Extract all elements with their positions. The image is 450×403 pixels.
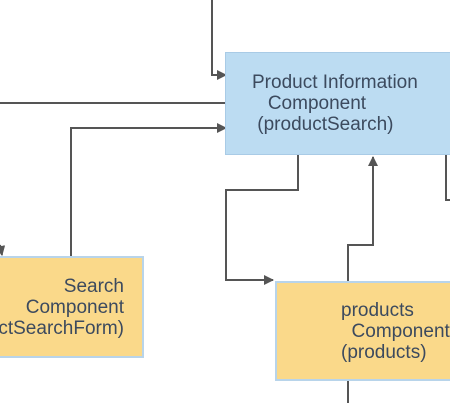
node-line: Search bbox=[63, 275, 124, 297]
node-line: products bbox=[341, 299, 414, 321]
product-information-component-node: Product Information Component (productSe… bbox=[225, 52, 450, 155]
connector-info-to-products bbox=[225, 155, 299, 285]
node-line: (productSearchForm) bbox=[0, 317, 124, 339]
node-line: Component bbox=[252, 93, 367, 114]
node-line: Product Information bbox=[252, 72, 418, 93]
connector-info-to-right bbox=[445, 155, 450, 201]
products-component-label: products Component(products) bbox=[277, 300, 450, 363]
node-line: (productSearch) bbox=[252, 114, 394, 135]
node-line: (products) bbox=[341, 341, 427, 363]
node-line: Component bbox=[341, 320, 450, 342]
connector-search-to-info bbox=[70, 123, 227, 256]
product-information-component-label: Product Information Component (productSe… bbox=[226, 72, 450, 135]
products-component-node: products Component(products) bbox=[275, 281, 450, 381]
connector-top-to-info bbox=[211, 0, 227, 80]
connector-left-to-search bbox=[0, 244, 6, 256]
connector-products-to-info bbox=[347, 156, 378, 281]
node-line: Component bbox=[25, 296, 124, 318]
